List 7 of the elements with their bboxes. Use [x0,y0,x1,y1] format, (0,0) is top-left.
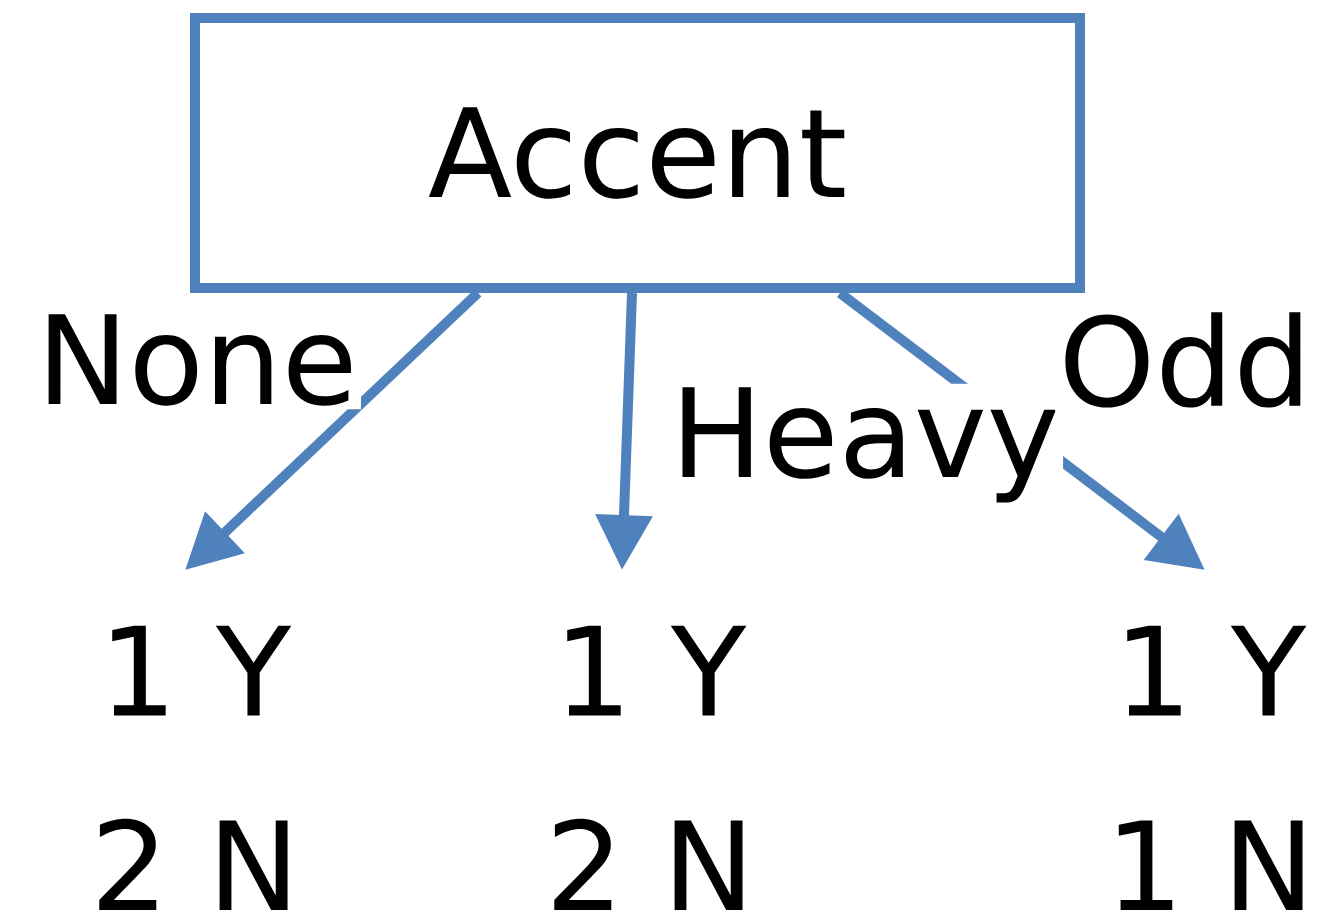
outcome-text: 1 Y 2 N [99,625,292,911]
edge-label: Odd [1055,308,1315,412]
outcome-text: 1 Y 2 N [554,625,747,911]
edge-label: Heavy [666,383,1064,507]
process-box: Accent [190,13,1085,293]
outcome-text: 1 Y 1 N [1118,625,1307,911]
edge-label: None [33,310,361,410]
